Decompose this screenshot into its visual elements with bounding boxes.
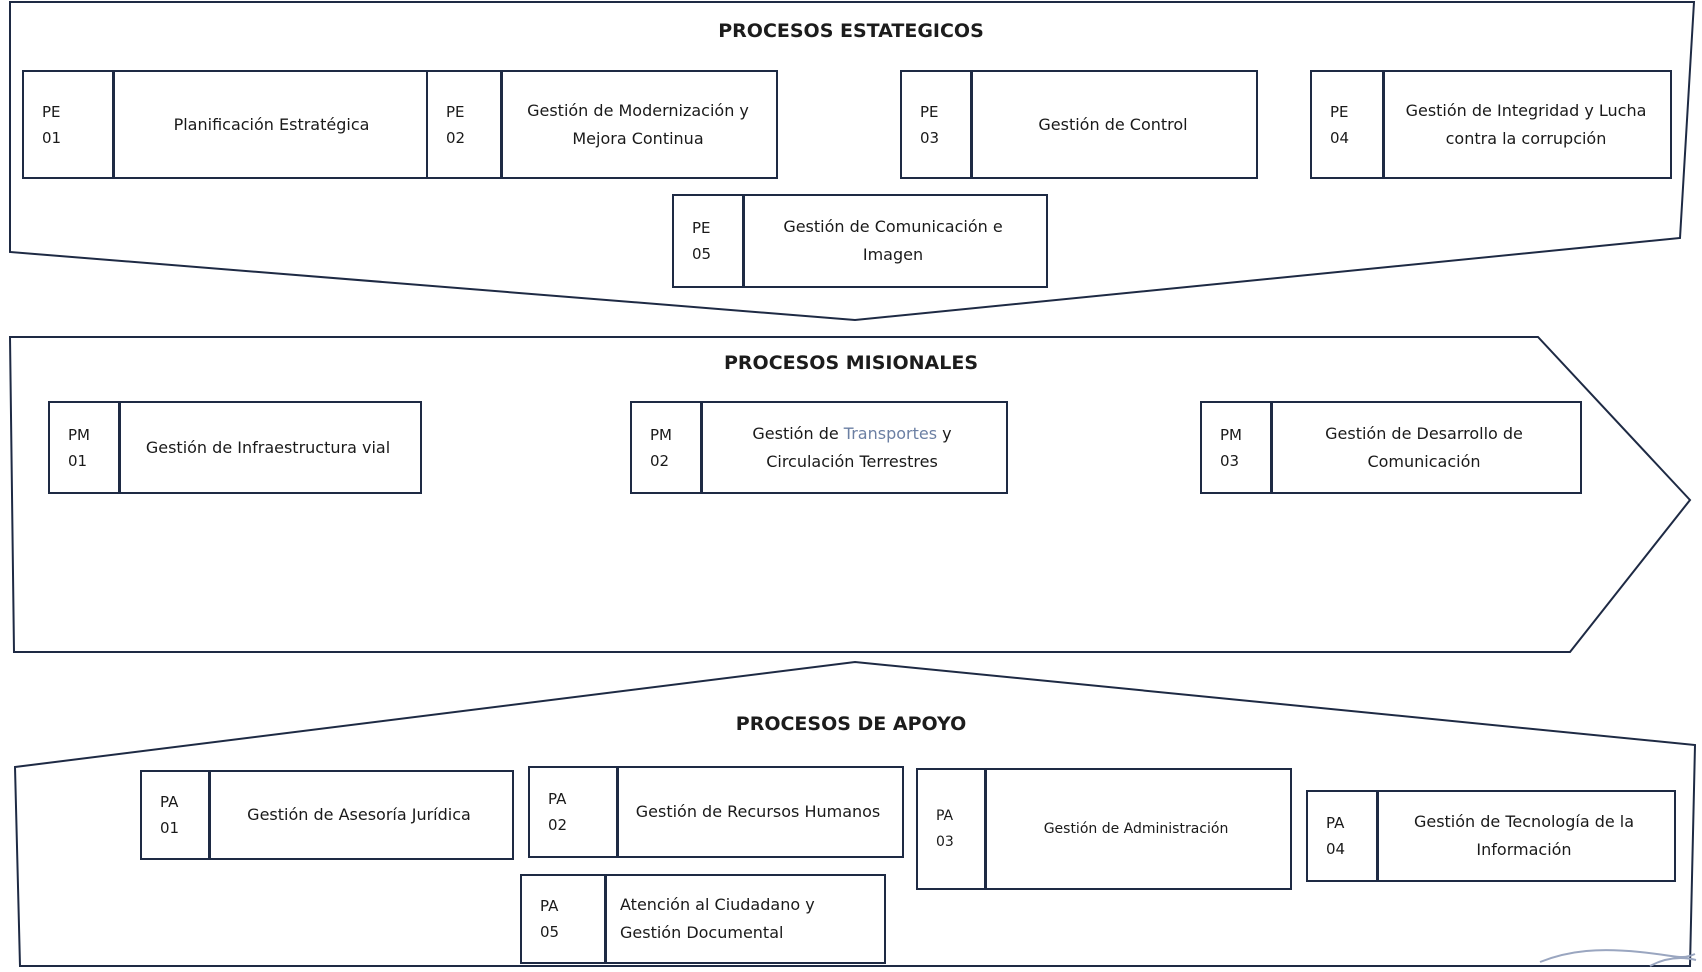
code-prefix: PM	[650, 425, 672, 444]
process-label: Gestión de Tecnología de la Información	[1413, 812, 1635, 859]
code-number: 05	[540, 923, 560, 941]
process-box-pa02: PA 02 Gestión de Recursos Humanos	[528, 766, 904, 858]
code-number: 04	[1330, 128, 1350, 147]
process-label: Atención al Ciudadano y Gestión Document…	[620, 895, 815, 942]
process-box-pm01: PM 01 Gestión de Infraestructura vial	[48, 401, 422, 494]
process-box-pa04: PA 04 Gestión de Tecnología de la Inform…	[1306, 790, 1676, 882]
process-label: Gestión de Infraestructura vial	[145, 437, 391, 457]
apoyo-title: PROCESOS DE APOYO	[735, 713, 967, 735]
label-part: Gestión de	[752, 423, 844, 443]
process-label: Gestión de Desarrollo de Comunicación	[1325, 423, 1523, 471]
signature-mark-icon	[1539, 949, 1697, 967]
code-prefix: PE	[1330, 102, 1349, 121]
misionales-title: PROCESOS MISIONALES	[723, 352, 979, 374]
code-number: 05	[692, 245, 712, 263]
process-code: PA 05	[522, 876, 607, 962]
code-prefix: PA	[936, 808, 954, 824]
process-box-pa03: PA 03 Gestión de Administración	[916, 768, 1292, 890]
code-prefix: PA	[1326, 814, 1345, 832]
process-box-pa05: PA 05 Atención al Ciudadano y Gestión Do…	[520, 874, 886, 964]
process-label: Gestión de Asesoría Jurídica	[247, 805, 471, 824]
process-code: PE 04	[1312, 72, 1385, 177]
process-label: Gestión de Comunicación e Imagen	[783, 217, 1003, 264]
process-code: PA 03	[918, 770, 987, 888]
process-code: PM 03	[1202, 403, 1273, 492]
process-label: Gestión de Integridad y Lucha contra la …	[1405, 100, 1647, 148]
process-code: PM 01	[50, 403, 121, 492]
code-prefix: PE	[446, 102, 465, 121]
process-box-pe05: PE 05 Gestión de Comunicación e Imagen	[672, 194, 1048, 288]
code-number: 04	[1326, 840, 1346, 858]
code-number: 02	[548, 816, 568, 834]
code-number: 03	[936, 834, 954, 850]
process-code: PM 02	[632, 403, 703, 492]
label-part: y Circulación Terrestres	[766, 423, 952, 471]
code-prefix: PE	[42, 102, 61, 121]
code-number: 01	[160, 819, 180, 837]
misionales-shape	[8, 336, 1692, 653]
process-label: Planificación Estratégica	[173, 114, 370, 134]
estrategicos-title: PROCESOS ESTATEGICOS	[718, 20, 984, 42]
process-box-pe01: PE 01 Planificación Estratégica	[22, 70, 436, 179]
process-box-pe04: PE 04 Gestión de Integridad y Lucha cont…	[1310, 70, 1672, 179]
code-prefix: PA	[540, 897, 559, 915]
process-code: PA 04	[1308, 792, 1379, 880]
code-prefix: PE	[692, 219, 711, 237]
process-box-pm03: PM 03 Gestión de Desarrollo de Comunicac…	[1200, 401, 1582, 494]
process-code: PE 05	[674, 196, 745, 286]
process-label: Gestión de Transportes y Circulación Ter…	[704, 403, 1000, 492]
code-prefix: PM	[68, 425, 90, 444]
process-label: Gestión de Recursos Humanos	[635, 802, 881, 821]
process-box-pm02: PM 02 Gestión de Transportes y Circulaci…	[630, 401, 1008, 494]
process-box-pa01: PA 01 Gestión de Asesoría Jurídica	[140, 770, 514, 860]
code-prefix: PA	[160, 793, 179, 811]
process-label: Gestión de Administración	[1043, 821, 1229, 837]
code-prefix: PE	[920, 102, 939, 121]
code-number: 01	[42, 128, 62, 147]
code-prefix: PA	[548, 790, 567, 808]
code-number: 01	[68, 451, 88, 470]
code-number: 02	[446, 128, 466, 147]
label-accent: Transportes	[843, 423, 938, 443]
process-code: PE 02	[428, 72, 503, 177]
process-box-pe02: PE 02 Gestión de Modernización y Mejora …	[426, 70, 778, 179]
process-label: Gestión de Control	[1038, 114, 1188, 134]
process-box-pe03: PE 03 Gestión de Control	[900, 70, 1258, 179]
code-number: 03	[1220, 451, 1240, 470]
process-code: PE 03	[902, 72, 973, 177]
code-number: 02	[650, 451, 670, 470]
process-code: PA 02	[530, 768, 619, 856]
code-prefix: PM	[1220, 425, 1242, 444]
code-number: 03	[920, 128, 940, 147]
process-code: PA 01	[142, 772, 211, 858]
process-code: PE 01	[24, 72, 115, 177]
process-label: Gestión de Modernización y Mejora Contin…	[527, 100, 749, 148]
